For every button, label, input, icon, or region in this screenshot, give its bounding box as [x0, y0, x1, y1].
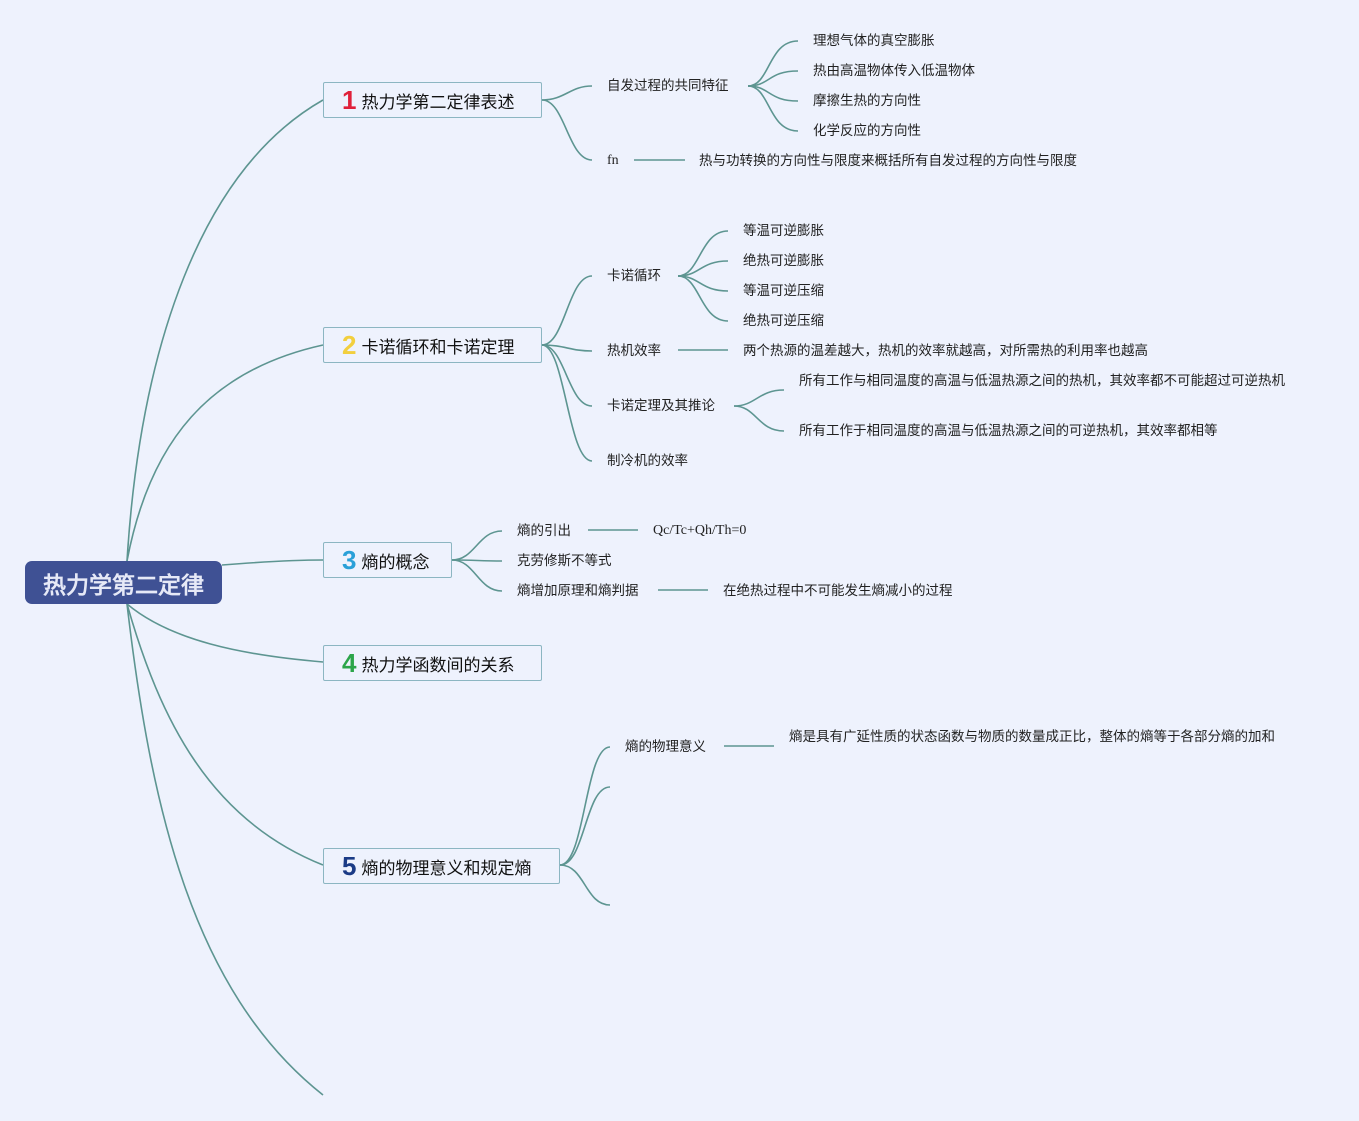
- topic-1[interactable]: 1 热力学第二定律表述: [323, 82, 542, 118]
- connector-t5-sub1: [559, 746, 611, 866]
- t5-sub1[interactable]: 熵的物理意义: [625, 739, 706, 755]
- t2-sub3-item-1[interactable]: 所有工作与相同温度的高温与低温热源之间的热机，其效率都不可能超过可逆热机: [799, 373, 1285, 389]
- t1-sub2[interactable]: fn: [607, 153, 619, 168]
- t2-sub2-detail[interactable]: 两个热源的温差越大，热机的效率就越高，对所需热的利用率也越高: [743, 343, 1148, 359]
- topic-5-number: 5: [342, 851, 357, 881]
- t2-sub2[interactable]: 热机效率: [607, 343, 661, 359]
- connector-t2-sub3: [541, 344, 593, 407]
- topic-3-number: 3: [342, 545, 357, 575]
- t2-sub1-item-4[interactable]: 绝热可逆压缩: [743, 313, 824, 329]
- topic-1-number: 1: [342, 85, 357, 115]
- t2-sub1-item-2[interactable]: 绝热可逆膨胀: [743, 253, 824, 269]
- connector-root-t5: [126, 603, 324, 866]
- topic-5[interactable]: 5 熵的物理意义和规定熵: [323, 848, 560, 884]
- connector-t2-sub3-i1: [733, 389, 785, 407]
- t2-sub4[interactable]: 制冷机的效率: [607, 453, 688, 469]
- t1-sub1-item-4[interactable]: 化学反应的方向性: [813, 123, 921, 139]
- topic-3[interactable]: 3 熵的概念: [323, 542, 452, 578]
- connector-t5-sub3: [559, 864, 611, 906]
- connector-t2-sub2: [541, 344, 593, 352]
- t2-sub1-item-3[interactable]: 等温可逆压缩: [743, 283, 824, 299]
- t5-sub1-detail[interactable]: 熵是具有广延性质的状态函数与物质的数量成正比，整体的熵等于各部分熵的加和: [789, 729, 1275, 745]
- topic-4-number: 4: [342, 648, 357, 678]
- topic-4[interactable]: 4 热力学函数间的关系: [323, 645, 542, 681]
- connector-t1-sub2: [541, 99, 593, 161]
- t3-sub3-detail[interactable]: 在绝热过程中不可能发生熵减小的过程: [723, 583, 953, 599]
- t2-sub3[interactable]: 卡诺定理及其推论: [607, 398, 715, 414]
- t1-sub1-item-1[interactable]: 理想气体的真空膨胀: [813, 33, 935, 49]
- t1-sub1-item-3[interactable]: 摩擦生热的方向性: [813, 93, 921, 109]
- connector-root-extra: [126, 603, 324, 1096]
- t3-sub2[interactable]: 克劳修斯不等式: [517, 553, 612, 569]
- t3-sub1-detail[interactable]: Qc/Tc+Qh/Th=0: [653, 523, 747, 538]
- connector-root-t2: [126, 344, 324, 562]
- topic-3-label: 熵的概念: [361, 552, 430, 573]
- t2-sub1[interactable]: 卡诺循环: [607, 268, 661, 284]
- connector-t2-sub1-i1: [677, 230, 729, 277]
- t2-sub3-item-2[interactable]: 所有工作于相同温度的高温与低温热源之间的可逆热机，其效率都相等: [799, 423, 1218, 439]
- t1-sub1[interactable]: 自发过程的共同特征: [607, 78, 729, 94]
- t3-sub1[interactable]: 熵的引出: [517, 523, 571, 539]
- t2-sub1-item-1[interactable]: 等温可逆膨胀: [743, 223, 824, 239]
- connector-t3-sub1: [451, 530, 503, 561]
- connector-t2-sub3-i2: [733, 405, 785, 432]
- connector-t2-sub1: [541, 275, 593, 346]
- root-node[interactable]: 热力学第二定律: [25, 561, 222, 604]
- connector-root-t4: [126, 603, 324, 663]
- connector-t3-sub3: [451, 559, 503, 592]
- connector-t1-sub1: [541, 85, 593, 101]
- t1-sub2-detail[interactable]: 热与功转换的方向性与限度来概括所有自发过程的方向性与限度: [699, 153, 1077, 169]
- topic-4-label: 热力学函数间的关系: [361, 655, 515, 676]
- t3-sub3[interactable]: 熵增加原理和熵判据: [517, 583, 639, 599]
- topic-2-label: 卡诺循环和卡诺定理: [361, 337, 515, 358]
- connector-t5-sub2: [559, 786, 611, 866]
- topic-1-label: 热力学第二定律表述: [361, 92, 515, 113]
- topic-5-label: 熵的物理意义和规定熵: [361, 858, 532, 879]
- connector-root-t3: [221, 559, 324, 566]
- t1-sub1-item-2[interactable]: 热由高温物体传入低温物体: [813, 63, 975, 79]
- connector-t2-sub4: [541, 344, 593, 462]
- topic-2[interactable]: 2 卡诺循环和卡诺定理: [323, 327, 542, 363]
- connector-t2-sub1-i4: [677, 275, 729, 322]
- topic-2-number: 2: [342, 330, 357, 360]
- connector-t1-sub1-i1: [747, 40, 799, 87]
- connector-t1-sub1-i4: [747, 85, 799, 132]
- connector-root-t1: [126, 99, 324, 562]
